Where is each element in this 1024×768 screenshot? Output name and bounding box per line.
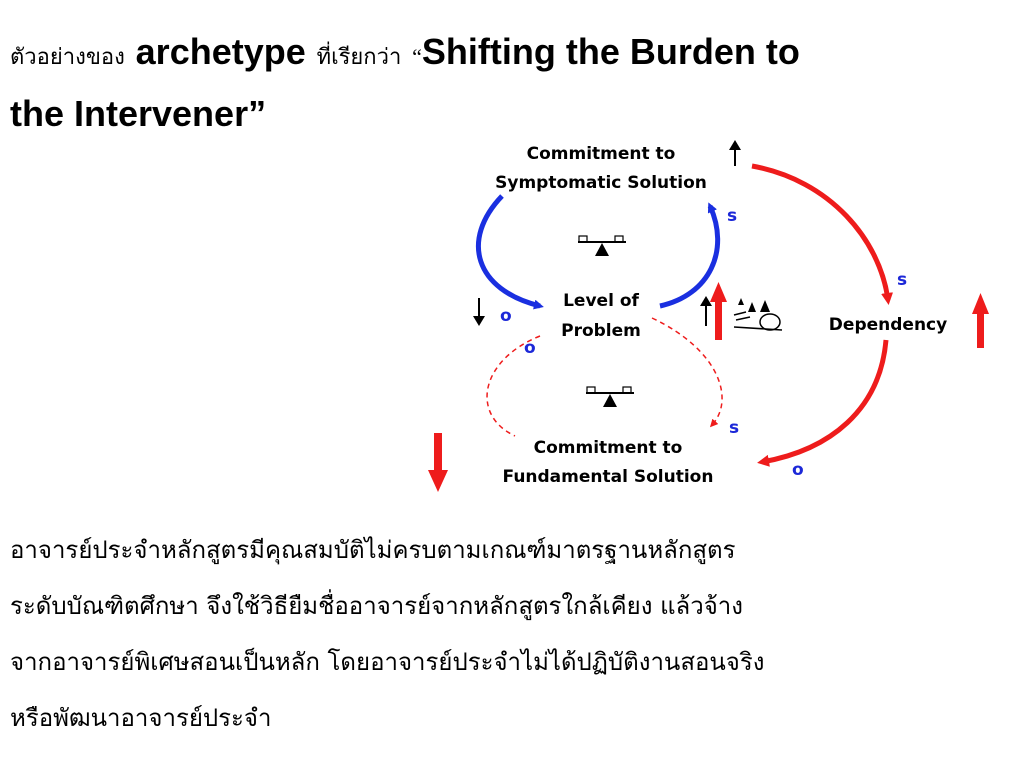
- title-open-quote: “: [412, 44, 422, 69]
- polarity-red-bottom: o: [792, 460, 804, 480]
- node-symptomatic-solution-line2: Symptomatic Solution: [495, 173, 707, 193]
- blue-link-symptomatic-to-problem: [475, 194, 544, 310]
- description-paragraph: อาจารย์ประจำหลักสูตรมีคุณสมบัติไม่ครบตาม…: [10, 522, 1020, 746]
- title-thai-called: ที่เรียกว่า: [316, 45, 402, 70]
- dashed-link-problem-to-fundamental: [651, 317, 723, 428]
- description-line: อาจารย์ประจำหลักสูตรมีคุณสมบัติไม่ครบตาม…: [10, 536, 736, 564]
- trend-down-arrow-icon: [473, 298, 485, 326]
- polarity-dashed-right: s: [729, 418, 739, 438]
- description-line: ระดับบัณฑิตศึกษา จึงใช้วิธียืมชื่ออาจารย…: [10, 592, 743, 620]
- title-thai-prefix: ตัวอย่างของ: [10, 45, 125, 70]
- polarity-dashed-left: o: [524, 338, 536, 358]
- blue-link-problem-to-symptomatic: [659, 202, 721, 309]
- red-link-dependency-to-fundamental: [757, 339, 889, 467]
- description-line: จากอาจารย์พิเศษสอนเป็นหลัก โดยอาจารย์ประ…: [10, 648, 765, 676]
- title-archetype-word: archetype: [135, 31, 306, 72]
- trend-up-red-arrow-icon: [972, 293, 989, 348]
- node-level-of-problem-line1: Level of: [563, 291, 639, 311]
- trend-up-arrow-icon: [700, 296, 712, 326]
- description-line: หรือพัฒนาอาจารย์ประจำ: [10, 704, 272, 732]
- balance-scale-icon: [586, 386, 634, 407]
- node-fundamental-solution-line2: Fundamental Solution: [503, 467, 714, 487]
- trend-up-arrow-icon: [729, 140, 741, 166]
- dashed-link-fundamental-to-problem: [486, 335, 541, 437]
- title-archetype-name-line2: the Intervener”: [10, 93, 267, 134]
- snowball-icon: [733, 298, 783, 331]
- red-link-symptomatic-to-dependency: [751, 163, 894, 305]
- polarity-blue-left: o: [500, 306, 512, 326]
- trend-down-red-arrow-icon: [428, 433, 448, 492]
- node-level-of-problem-line2: Problem: [561, 321, 641, 341]
- polarity-blue-right: s: [727, 206, 737, 226]
- node-symptomatic-solution-line1: Commitment to: [527, 144, 676, 164]
- slide-title: ตัวอย่างของ archetype ที่เรียกว่า “Shift…: [10, 24, 1010, 143]
- balance-scale-icon: [578, 235, 626, 256]
- node-fundamental-solution-line1: Commitment to: [534, 438, 683, 458]
- polarity-red-top: s: [897, 270, 907, 290]
- title-archetype-name-line1: Shifting the Burden to: [421, 31, 800, 72]
- trend-up-red-arrow-icon: [710, 282, 727, 340]
- node-dependency: Dependency: [829, 315, 947, 335]
